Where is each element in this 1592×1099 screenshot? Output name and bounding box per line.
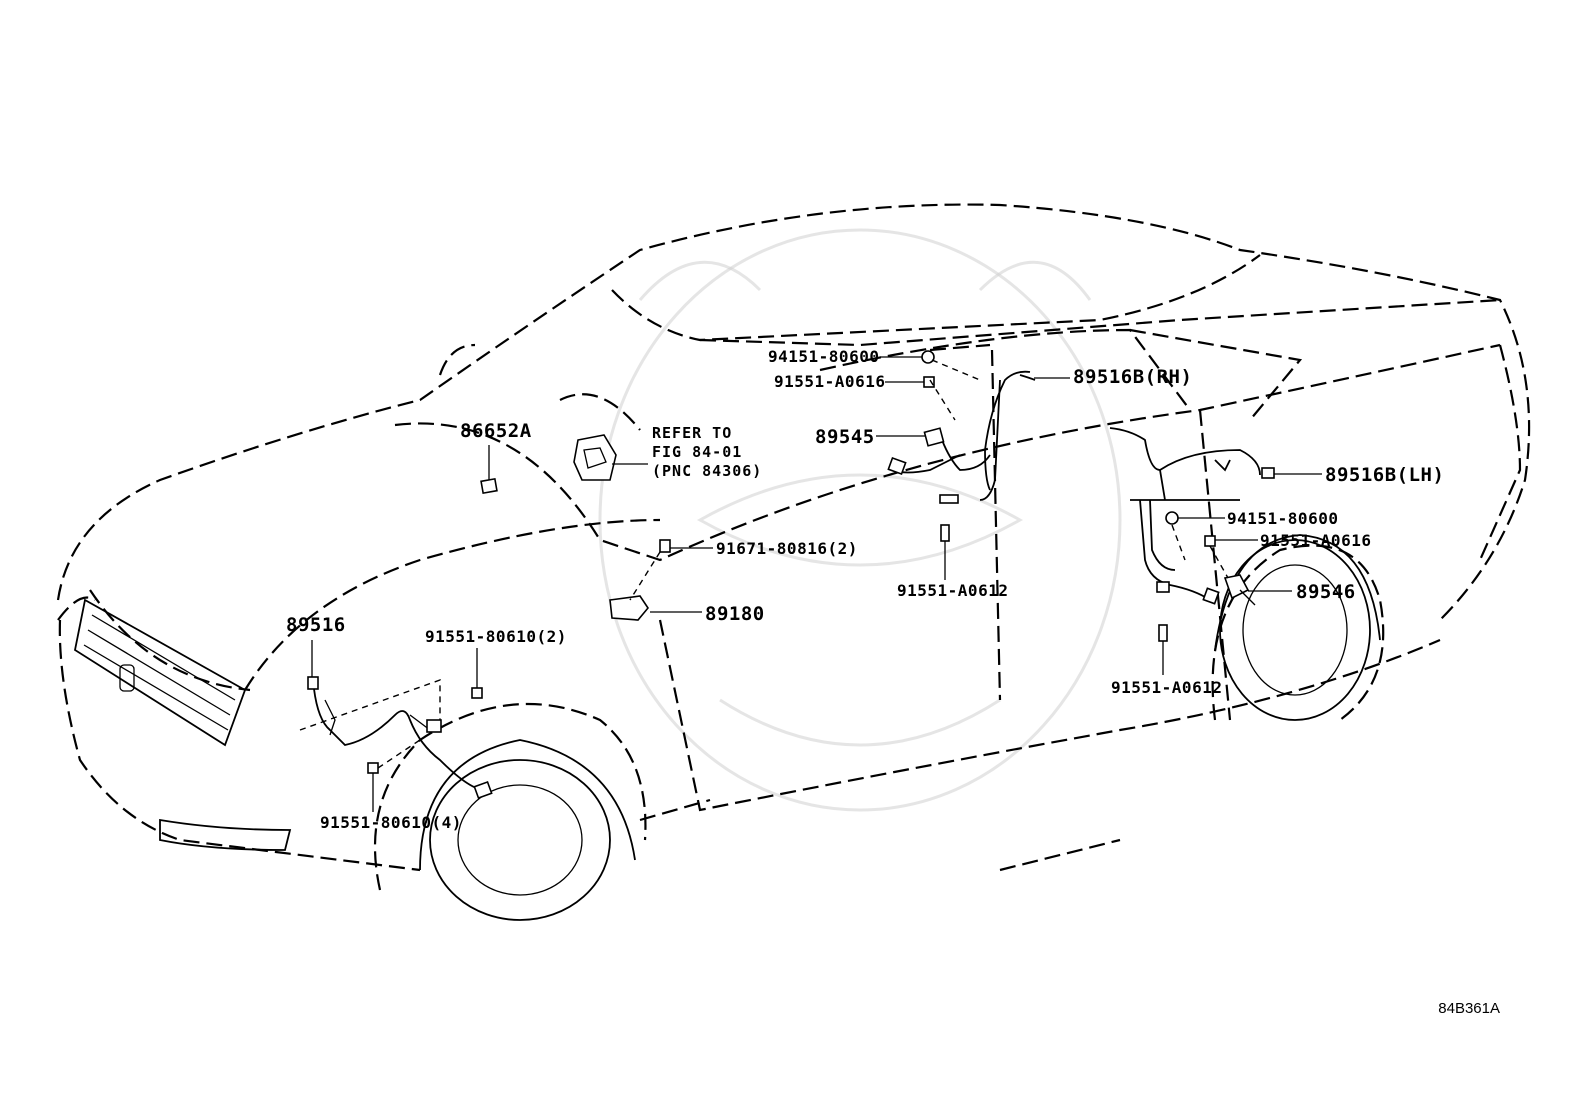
leader-lines: [311, 356, 1322, 812]
label-91551-a0616-top: 91551-A0616: [774, 372, 886, 391]
diagram-code: 84B361A: [1438, 1000, 1500, 1017]
label-91551-a0612-mid: 91551-A0612: [897, 581, 1009, 600]
lh-rear-sensor-assembly: [1109, 427, 1275, 642]
label-89516b-lh: 89516B(LH): [1325, 464, 1445, 486]
rh-rear-sensor-assembly: [887, 350, 1036, 542]
label-89516b-rh: 89516B(RH): [1073, 366, 1193, 388]
label-89180: 89180: [705, 603, 765, 625]
front-speed-sensor-assembly: [299, 676, 493, 800]
front-grille: [73, 598, 292, 851]
label-91551-80610-4: 91551-80610(4): [320, 813, 462, 832]
label-refer-line-1: REFER TO: [652, 424, 733, 442]
label-91551-80610-2: 91551-80610(2): [425, 627, 567, 646]
label-89546: 89546: [1296, 581, 1356, 603]
front-wheel: [419, 739, 636, 921]
label-89516: 89516: [286, 614, 346, 636]
rear-wheel: [1214, 534, 1381, 721]
label-91551-a0612-rear: 91551-A0612: [1111, 678, 1223, 697]
label-89545: 89545: [815, 426, 875, 448]
label-94151-80600-top: 94151-80600: [768, 347, 880, 366]
watermark-emblem: [598, 228, 1122, 812]
label-86652a: 86652A: [460, 420, 532, 442]
label-91551-a0616-rear: 91551-A0616: [1260, 531, 1372, 550]
label-91671-80816: 91671-80816(2): [716, 539, 858, 558]
center-parts: [480, 434, 671, 621]
label-refer-line-3: (PNC 84306): [652, 462, 763, 480]
label-refer-line-2: FIG 84-01: [652, 443, 743, 461]
label-94151-80600-rear: 94151-80600: [1227, 509, 1339, 528]
